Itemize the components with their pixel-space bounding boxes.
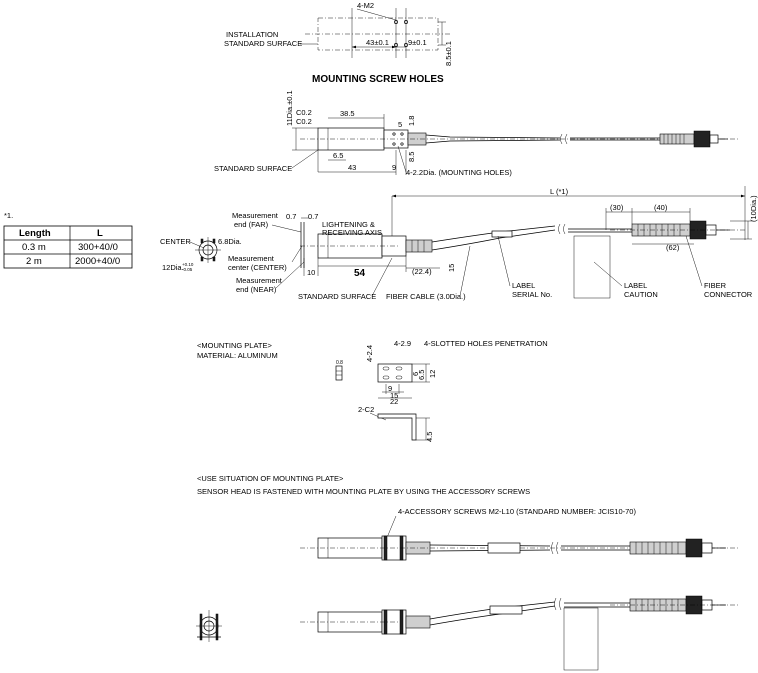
chamfer-2-c2: 2-C2	[358, 405, 374, 414]
axis-label-1: LIGHTENING &	[322, 220, 375, 229]
installation-label-1: INSTALLATION	[226, 30, 278, 39]
pitch-dimension: 43±0.1	[366, 38, 389, 47]
fiber-connector-label-1: FIBER	[704, 281, 727, 290]
dim-43: 43	[348, 163, 356, 172]
dim-1-8: 1.8	[407, 116, 416, 126]
diameter-12-label: 12Dia.	[162, 263, 184, 272]
table-header-length: Length	[19, 228, 51, 239]
fiber-cable-label: FIBER CABLE (3.0Dia.)	[386, 292, 466, 301]
label-caution-1: LABEL	[624, 281, 647, 290]
small-pitch-dimension: 9±0.1	[408, 38, 427, 47]
dim-10-dia: (10Dia.)	[749, 195, 758, 222]
dim-15: 15	[447, 264, 456, 272]
dim-9-plate: 9	[388, 384, 392, 393]
dim-6: 6	[411, 372, 420, 376]
dim-40: (40)	[654, 203, 668, 212]
mounting-holes-label: 4-2.2Dia. (MOUNTING HOLES)	[406, 168, 512, 177]
far-tolerance: 0.7	[286, 212, 296, 221]
measurement-far-label-2: end (FAR)	[234, 220, 269, 229]
diameter-tolerance: +0.10	[182, 262, 194, 267]
label-serial-1: LABEL	[512, 281, 535, 290]
sensor-side-view: 11Dia.±0.1 C0.2 C0.2 38.5 5 1.8 6.5 43 9…	[214, 90, 740, 177]
mounting-plate-view: <MOUNTING PLATE> MATERIAL: ALUMINUM 4-SL…	[197, 339, 548, 442]
dim-4-2-9: 4-2.9	[394, 339, 411, 348]
sensor-front-view: CENTER 6.8Dia. 12Dia. +0.10 -0.05	[160, 237, 242, 272]
table-note: *1.	[4, 211, 13, 220]
dim-30: (30)	[610, 203, 624, 212]
table-row-2-l: 2000+40/0	[75, 256, 120, 267]
dim-5: 5	[398, 120, 402, 129]
dim-8-5: 8.5	[407, 152, 416, 162]
chamfer-bottom: C0.2	[296, 117, 312, 126]
slots-label: 4-SLOTTED HOLES PENETRATION	[424, 339, 548, 348]
measurement-far-label-1: Measurement	[232, 211, 279, 220]
mounting-screw-holes-view: 4-M2 43±0.1 9±0.1 8.5±0.1 INSTALLATION S…	[224, 1, 453, 85]
dim-22-4: (22.4)	[412, 267, 432, 276]
height-dimension: 8.5±0.1	[444, 41, 453, 66]
dim-4-5: 4.5	[425, 432, 434, 442]
svg-text:-0.05: -0.05	[182, 267, 193, 272]
length-table: *1. Length L 0.3 m 300+40/0 2 m 2000+40/…	[3, 211, 133, 269]
dim-6-5: 6.5	[333, 151, 343, 160]
table-row-2-length: 2 m	[26, 256, 42, 267]
label-caution-2: CAUTION	[624, 290, 658, 299]
dim-9: 9	[392, 163, 396, 172]
installation-label-2: STANDARD SURFACE	[224, 39, 302, 48]
l-dimension: L (*1)	[550, 187, 569, 196]
dim-22: 22	[390, 397, 398, 406]
measurement-near-label-1: Measurement	[236, 276, 283, 285]
dim-10: 10	[307, 268, 315, 277]
sensor-main-view: 0.7 0.7 L (*1)	[228, 186, 758, 301]
measurement-center-label-1: Measurement	[228, 254, 275, 263]
screw-spec-label: 4-M2	[357, 1, 374, 10]
diameter-6-8-label: 6.8Dia.	[218, 237, 242, 246]
dim-6-5: 6.5	[417, 370, 426, 380]
dim-54: 54	[354, 268, 366, 279]
center-label: CENTER	[160, 237, 191, 246]
chamfer-top: C0.2	[296, 108, 312, 117]
plate-title: <MOUNTING PLATE>	[197, 341, 272, 350]
plate-material: MATERIAL: ALUMINUM	[197, 351, 278, 360]
mounting-screw-holes-title: MOUNTING SCREW HOLES	[312, 74, 444, 85]
table-row-1-length: 0.3 m	[22, 242, 46, 253]
axis-label-2: RECEIVING AXIS	[322, 228, 382, 237]
measurement-center-label-2: center (CENTER)	[228, 263, 287, 272]
measurement-near-label-2: end (NEAR)	[236, 285, 277, 294]
fiber-connector-label-2: CONNECTOR	[704, 290, 753, 299]
dim-15-plate: 15	[390, 391, 398, 400]
near-tolerance: 0.7	[308, 212, 318, 221]
accessory-screws-label: 4-ACCESSORY SCREWS M2-L10 (STANDARD NUMB…	[398, 507, 636, 516]
table-row-1-l: 300+40/0	[78, 242, 118, 253]
standard-surface-label-main: STANDARD SURFACE	[298, 292, 376, 301]
dim-12: 12	[428, 370, 437, 378]
diameter-dimension: 11Dia.±0.1	[285, 90, 294, 126]
dim-4-2-4: 4-2.4	[365, 345, 374, 362]
use-title: <USE SITUATION OF MOUNTING PLATE>	[197, 474, 344, 483]
standard-surface-label-top: STANDARD SURFACE	[214, 164, 292, 173]
dim-62: (62)	[666, 243, 680, 252]
dim-0-8: 0.8	[336, 360, 343, 366]
table-header-l: L	[97, 228, 103, 239]
length-dimension: 38.5	[340, 109, 355, 118]
use-subtitle: SENSOR HEAD IS FASTENED WITH MOUNTING PL…	[197, 487, 530, 496]
use-situation-view: <USE SITUATION OF MOUNTING PLATE> SENSOR…	[196, 474, 740, 671]
label-serial-2: SERIAL No.	[512, 290, 552, 299]
